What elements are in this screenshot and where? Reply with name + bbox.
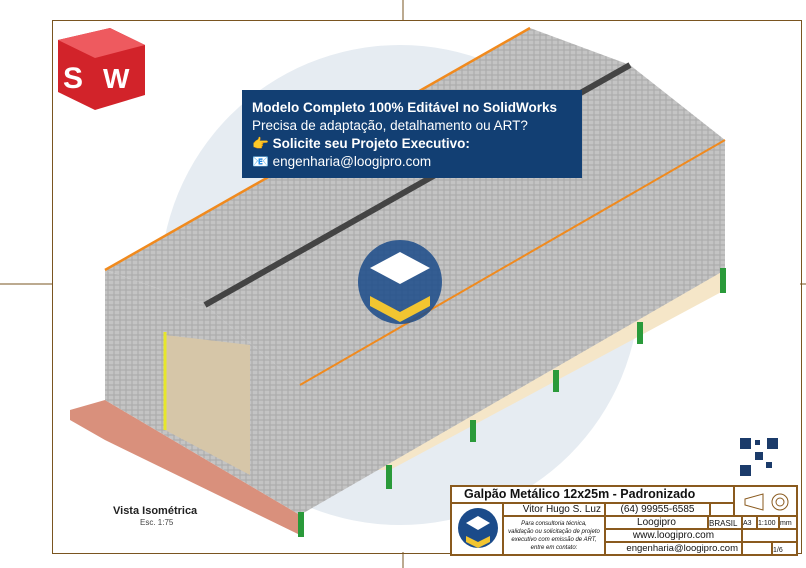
email-field[interactable]: engenharia@loogipro.com <box>605 542 742 555</box>
roof-right <box>205 65 725 385</box>
notes-field: Para consultoria técnica, validação ou s… <box>503 516 605 555</box>
watermark-logo <box>358 240 442 324</box>
pointing-hand-icon: 👉 <box>252 136 273 151</box>
scale-field: 1:100 <box>757 516 779 529</box>
sheet-border <box>52 20 802 554</box>
sheet-size-field: A3 <box>742 516 757 529</box>
drawing-title: Galpão Metálico 12x25m - Padronizado <box>451 486 734 503</box>
view-scale: Esc. 1:75 <box>140 518 174 527</box>
phone-field: (64) 99955-6585 <box>605 503 710 516</box>
country-field: BRASIL <box>708 516 742 529</box>
envelope-icon: 📧 <box>252 154 273 169</box>
svg-text:S: S <box>63 62 83 95</box>
promo-email[interactable]: engenharia@loogipro.com <box>272 154 432 169</box>
view-title: Vista Isométrica <box>113 505 198 517</box>
svg-text:W: W <box>103 63 130 94</box>
promo-cta: Solicite seu Projeto Executivo: <box>272 136 470 151</box>
website-field[interactable]: www.loogipro.com <box>605 529 742 542</box>
side-wall <box>300 140 725 515</box>
unit-field: mm <box>779 516 797 529</box>
company-field: Loogipro <box>605 516 708 529</box>
promo-question: Precisa de adaptação, detalhamento ou AR… <box>252 118 528 133</box>
loogipro-logo <box>451 503 503 555</box>
sheet-number-field: 1/6 <box>772 542 797 555</box>
concrete-slab <box>70 400 300 535</box>
door-opening <box>165 335 250 475</box>
qr-code-icon <box>740 438 778 476</box>
promo-headline: Modelo Completo 100% Editável no SolidWo… <box>252 100 558 115</box>
promo-banner: Modelo Completo 100% Editável no SolidWo… <box>242 90 582 178</box>
owner-field: Vitor Hugo S. Luz <box>503 503 605 516</box>
projection-symbol-icon <box>734 486 797 516</box>
title-block: Galpão Metálico 12x25m - Padronizado Vit… <box>450 485 798 556</box>
